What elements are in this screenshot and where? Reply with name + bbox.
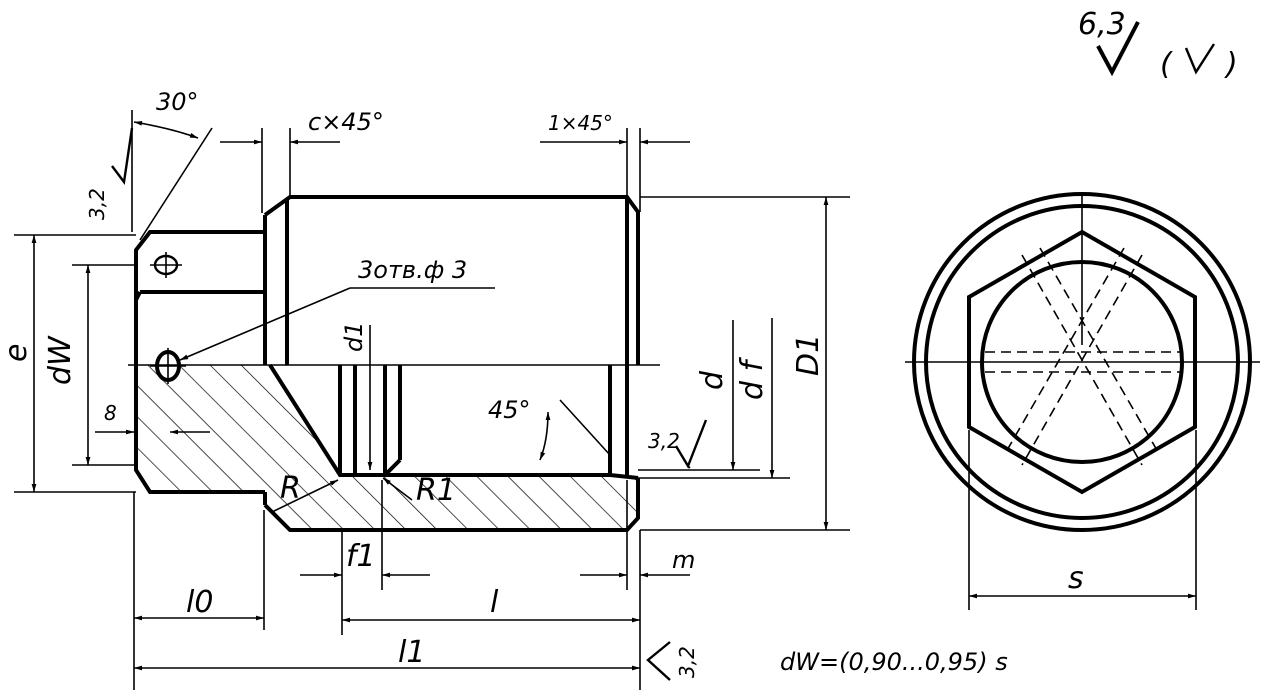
dim-D1-label: D1	[791, 334, 826, 376]
dim-m	[580, 480, 690, 590]
roughness-bottom-label: 3,2	[675, 646, 699, 678]
leader-R1	[382, 477, 413, 501]
dim-1x45	[540, 128, 690, 212]
roughness-symbol-left	[111, 127, 134, 186]
dim-s-label: s	[1068, 561, 1084, 596]
dim-f1-label: f1	[346, 539, 376, 574]
roughness-mid-label: 3,2	[648, 429, 680, 453]
dim-e	[14, 234, 136, 493]
radius-R1-label: R1	[416, 473, 456, 508]
dim-d	[638, 320, 760, 471]
chamfer-1-label: 1×45°	[548, 111, 613, 135]
roughness-symbol-bottom	[646, 641, 671, 681]
radius-R-label: R	[280, 471, 301, 506]
roughness-left-label: 3,2	[85, 188, 109, 220]
holes-label: 3отв.ф 3	[358, 256, 467, 284]
text-labels: 6,3 ( ) 30° c×45° 1×45° 3отв.ф 3 3,2 3,2…	[0, 7, 1238, 678]
dim-8-label: 8	[104, 401, 117, 425]
dim-c45	[220, 128, 340, 213]
dim-df	[638, 318, 790, 479]
dim-s	[968, 430, 1197, 610]
dim-f1	[300, 480, 430, 590]
dim-d-label: d	[695, 370, 730, 390]
dim-30	[131, 110, 213, 241]
dim-dw-label: dW	[43, 335, 78, 385]
outer-contour	[134, 195, 640, 532]
dim-d1-label: d1	[340, 321, 368, 352]
chamfer-c-label: c×45°	[308, 108, 384, 136]
holes-leader	[179, 287, 495, 361]
roughness-symbol-mid	[674, 419, 708, 469]
roughness-symbol-top	[1096, 21, 1216, 77]
dim-D1	[640, 196, 850, 531]
chamfer-left-angle-label: 30°	[156, 88, 199, 116]
dim-l-label: l	[490, 585, 499, 620]
roughness-top-label: 6,3	[1078, 7, 1126, 42]
dim-e-label: e	[0, 344, 34, 362]
hexagon	[967, 229, 1197, 495]
section-view	[14, 21, 1216, 690]
hidden-holes	[985, 247, 1180, 466]
end-view	[905, 192, 1260, 610]
formula-label: dW=(0,90...0,95) s	[780, 648, 1008, 676]
dim-dw	[72, 264, 136, 466]
dim-l	[341, 530, 641, 690]
pin-holes	[150, 252, 186, 384]
section-hatch	[136, 365, 638, 530]
dim-l1-label: l1	[398, 635, 425, 670]
dim-l0-label: l0	[186, 585, 213, 620]
dim-m-label: m	[672, 546, 695, 574]
dim-45	[539, 399, 611, 461]
dim-l0	[133, 492, 265, 690]
roughness-paren-close: )	[1224, 47, 1238, 82]
roughness-paren-open: (	[1160, 47, 1173, 82]
dim-df-label: d f	[735, 356, 770, 400]
angle-45-label: 45°	[488, 396, 531, 424]
leader-R	[271, 479, 339, 513]
